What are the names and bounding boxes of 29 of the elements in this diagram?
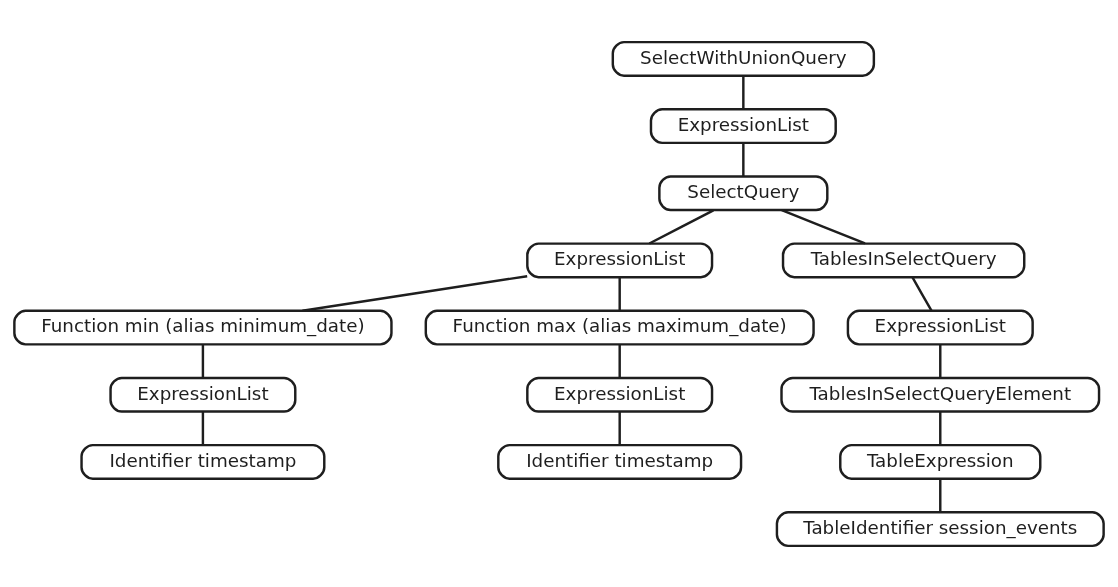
connector [911, 276, 933, 311]
connector [618, 276, 621, 311]
node-box: TablesInSelectQuery [781, 241, 1026, 278]
connector [648, 208, 714, 245]
connector [939, 344, 942, 378]
node-box: Identifier timestamp [497, 443, 743, 480]
node-box: Function min (alias minimum_date) [13, 309, 393, 346]
node-box: ExpressionList [526, 241, 714, 278]
node-box: TablesInSelectQueryElement [780, 376, 1101, 413]
node-box: TableIdentifier session_events [775, 510, 1105, 547]
node-box: ExpressionList [109, 376, 297, 413]
node-box: SelectQuery [658, 174, 829, 211]
connector [939, 411, 942, 445]
connector [742, 142, 745, 176]
connector [302, 274, 528, 312]
node-box: Identifier timestamp [80, 443, 326, 480]
node-box: ExpressionList [649, 107, 837, 144]
node-box: SelectWithUnionQuery [611, 40, 876, 77]
connector [201, 411, 205, 445]
connector [201, 344, 205, 378]
node-box: ExpressionList [846, 309, 1034, 346]
connector [939, 478, 942, 512]
node-box: ExpressionList [526, 376, 714, 413]
connector [742, 75, 745, 109]
node-box: TableExpression [839, 443, 1042, 480]
connector [618, 344, 621, 378]
node-box: Function max (alias maximum_date) [424, 309, 815, 346]
connector [781, 208, 866, 245]
connector [618, 411, 621, 445]
